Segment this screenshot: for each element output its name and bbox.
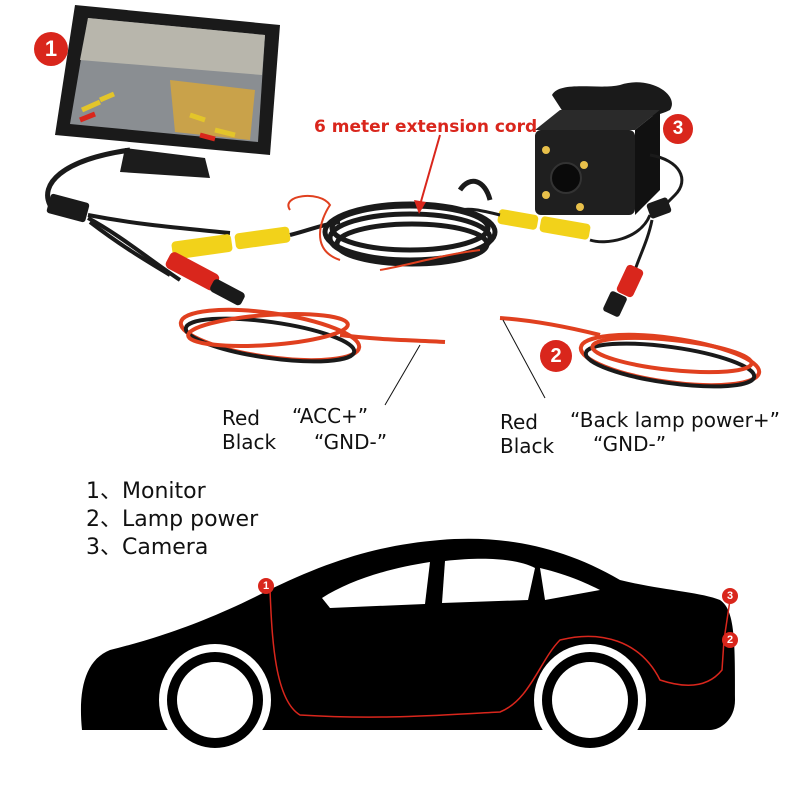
badge-number: 1 — [44, 36, 58, 61]
legend-index: 1、 — [86, 479, 122, 504]
badge-monitor: 1 — [34, 32, 68, 66]
badge-camera: 3 — [663, 114, 693, 144]
legend-index: 2、 — [86, 507, 122, 532]
badge-lamp-power: 2 — [540, 340, 572, 372]
right-black-function: “GND-” — [593, 432, 667, 456]
right-red-label: Red — [500, 410, 538, 434]
left-black-function: “GND-” — [314, 430, 388, 454]
car-badge-camera: 3 — [722, 588, 738, 604]
badge-number: 2 — [726, 634, 734, 646]
component-legend: 1、Monitor 2、Lamp power 3、Camera — [86, 478, 258, 562]
legend-index: 3、 — [86, 535, 122, 560]
car-badge-monitor: 1 — [258, 578, 274, 594]
legend-text: Camera — [122, 535, 209, 560]
camera-image — [535, 82, 672, 215]
legend-item-lamp-power: 2、Lamp power — [86, 506, 258, 534]
legend-item-monitor: 1、Monitor — [86, 478, 258, 506]
right-black-label: Black — [500, 434, 555, 458]
right-red-function: “Back lamp power+” — [570, 408, 780, 432]
legend-item-camera: 3、Camera — [86, 534, 258, 562]
badge-number: 3 — [726, 590, 734, 602]
badge-number: 3 — [672, 118, 684, 139]
left-black-label: Black — [222, 430, 277, 454]
badge-number: 1 — [262, 580, 270, 592]
left-red-function: “ACC+” — [292, 404, 369, 428]
badge-number: 2 — [550, 344, 562, 367]
legend-text: Lamp power — [122, 507, 259, 532]
extension-cord-callout: 6 meter extension cord — [314, 117, 538, 137]
monitor-image — [55, 5, 280, 178]
left-red-label: Red — [222, 406, 260, 430]
legend-text: Monitor — [122, 479, 206, 504]
car-badge-lamp-power: 2 — [722, 632, 738, 648]
car-silhouette — [80, 538, 736, 756]
